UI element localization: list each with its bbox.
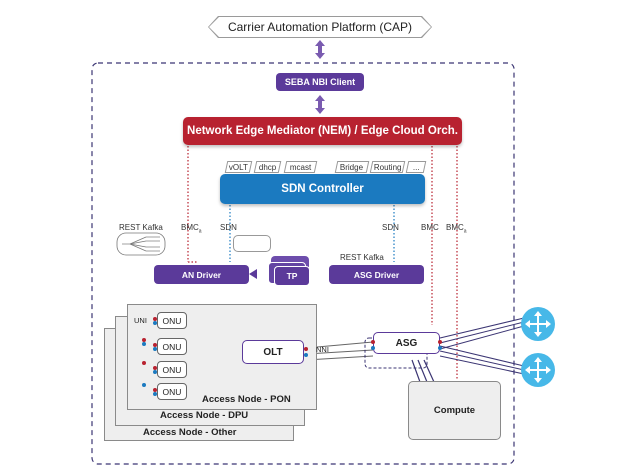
nem-management-lines: [187, 146, 458, 380]
tp-box: TP: [274, 266, 310, 286]
onu-1: ONU: [157, 312, 187, 329]
tp-arrow-icon: [249, 269, 257, 279]
sdn-controller: SDN Controller: [220, 174, 425, 204]
uni-label: UNI: [134, 316, 147, 325]
onu-3: ONU: [157, 361, 187, 378]
seba-boundary: [91, 62, 515, 465]
asg-router-links: [439, 317, 525, 375]
onu-4: ONU: [157, 383, 187, 400]
sdn-left-label: SDN: [220, 223, 237, 232]
asg-label: ASG: [395, 337, 418, 349]
olt-label: OLT: [263, 346, 283, 358]
cap-box: Carrier Automation Platform (CAP): [209, 17, 431, 37]
access-node-pon-label: Access Node - PON: [202, 394, 291, 405]
bmc-a-right-label: BMCa: [446, 223, 467, 235]
nni-label: NNI: [316, 345, 329, 354]
access-node-other-label: Access Node - Other: [143, 427, 237, 438]
nem-box: Network Edge Mediator (NEM) / Edge Cloud…: [183, 117, 462, 145]
nni-links: [305, 341, 374, 361]
asg-driver: ASG Driver: [329, 265, 424, 284]
bmc-a-left-label: BMCa: [181, 223, 202, 235]
rest-kafka-right-label: REST Kafka: [340, 253, 384, 262]
an-driver-label: AN Driver: [181, 269, 222, 280]
kafka-fan-icon: [116, 232, 166, 256]
router-icon: [521, 353, 555, 387]
bmc-mid-label: BMC: [421, 223, 439, 232]
seba-nbi-client: SEBA NBI Client: [276, 73, 364, 91]
sdn-controller-label: SDN Controller: [281, 183, 364, 195]
asg-driver-label: ASG Driver: [353, 269, 400, 280]
tp-label: TP: [286, 271, 298, 281]
olt-box: OLT: [242, 340, 304, 364]
router-icon: [521, 307, 555, 341]
an-driver: AN Driver: [154, 265, 249, 284]
cap-frame: Carrier Automation Platform (CAP): [208, 16, 432, 38]
compute-box: Compute: [408, 381, 501, 440]
sdn-right-label: SDN: [382, 223, 399, 232]
cap-label: Carrier Automation Platform (CAP): [227, 20, 413, 34]
seba-nbi-label: SEBA NBI Client: [284, 77, 356, 87]
asg-compute-links: [411, 359, 435, 383]
sdn-lines: [229, 205, 395, 262]
nbi-arrow: [315, 95, 325, 114]
sdn-adapter-box: [233, 235, 271, 252]
cap-arrow: [315, 40, 325, 59]
onu-2: ONU: [157, 338, 187, 355]
access-node-dpu-label: Access Node - DPU: [160, 410, 249, 421]
nem-label: Network Edge Mediator (NEM) / Edge Cloud…: [187, 125, 458, 137]
rest-kafka-left-label: REST Kafka: [119, 223, 163, 232]
compute-label: Compute: [433, 405, 476, 416]
